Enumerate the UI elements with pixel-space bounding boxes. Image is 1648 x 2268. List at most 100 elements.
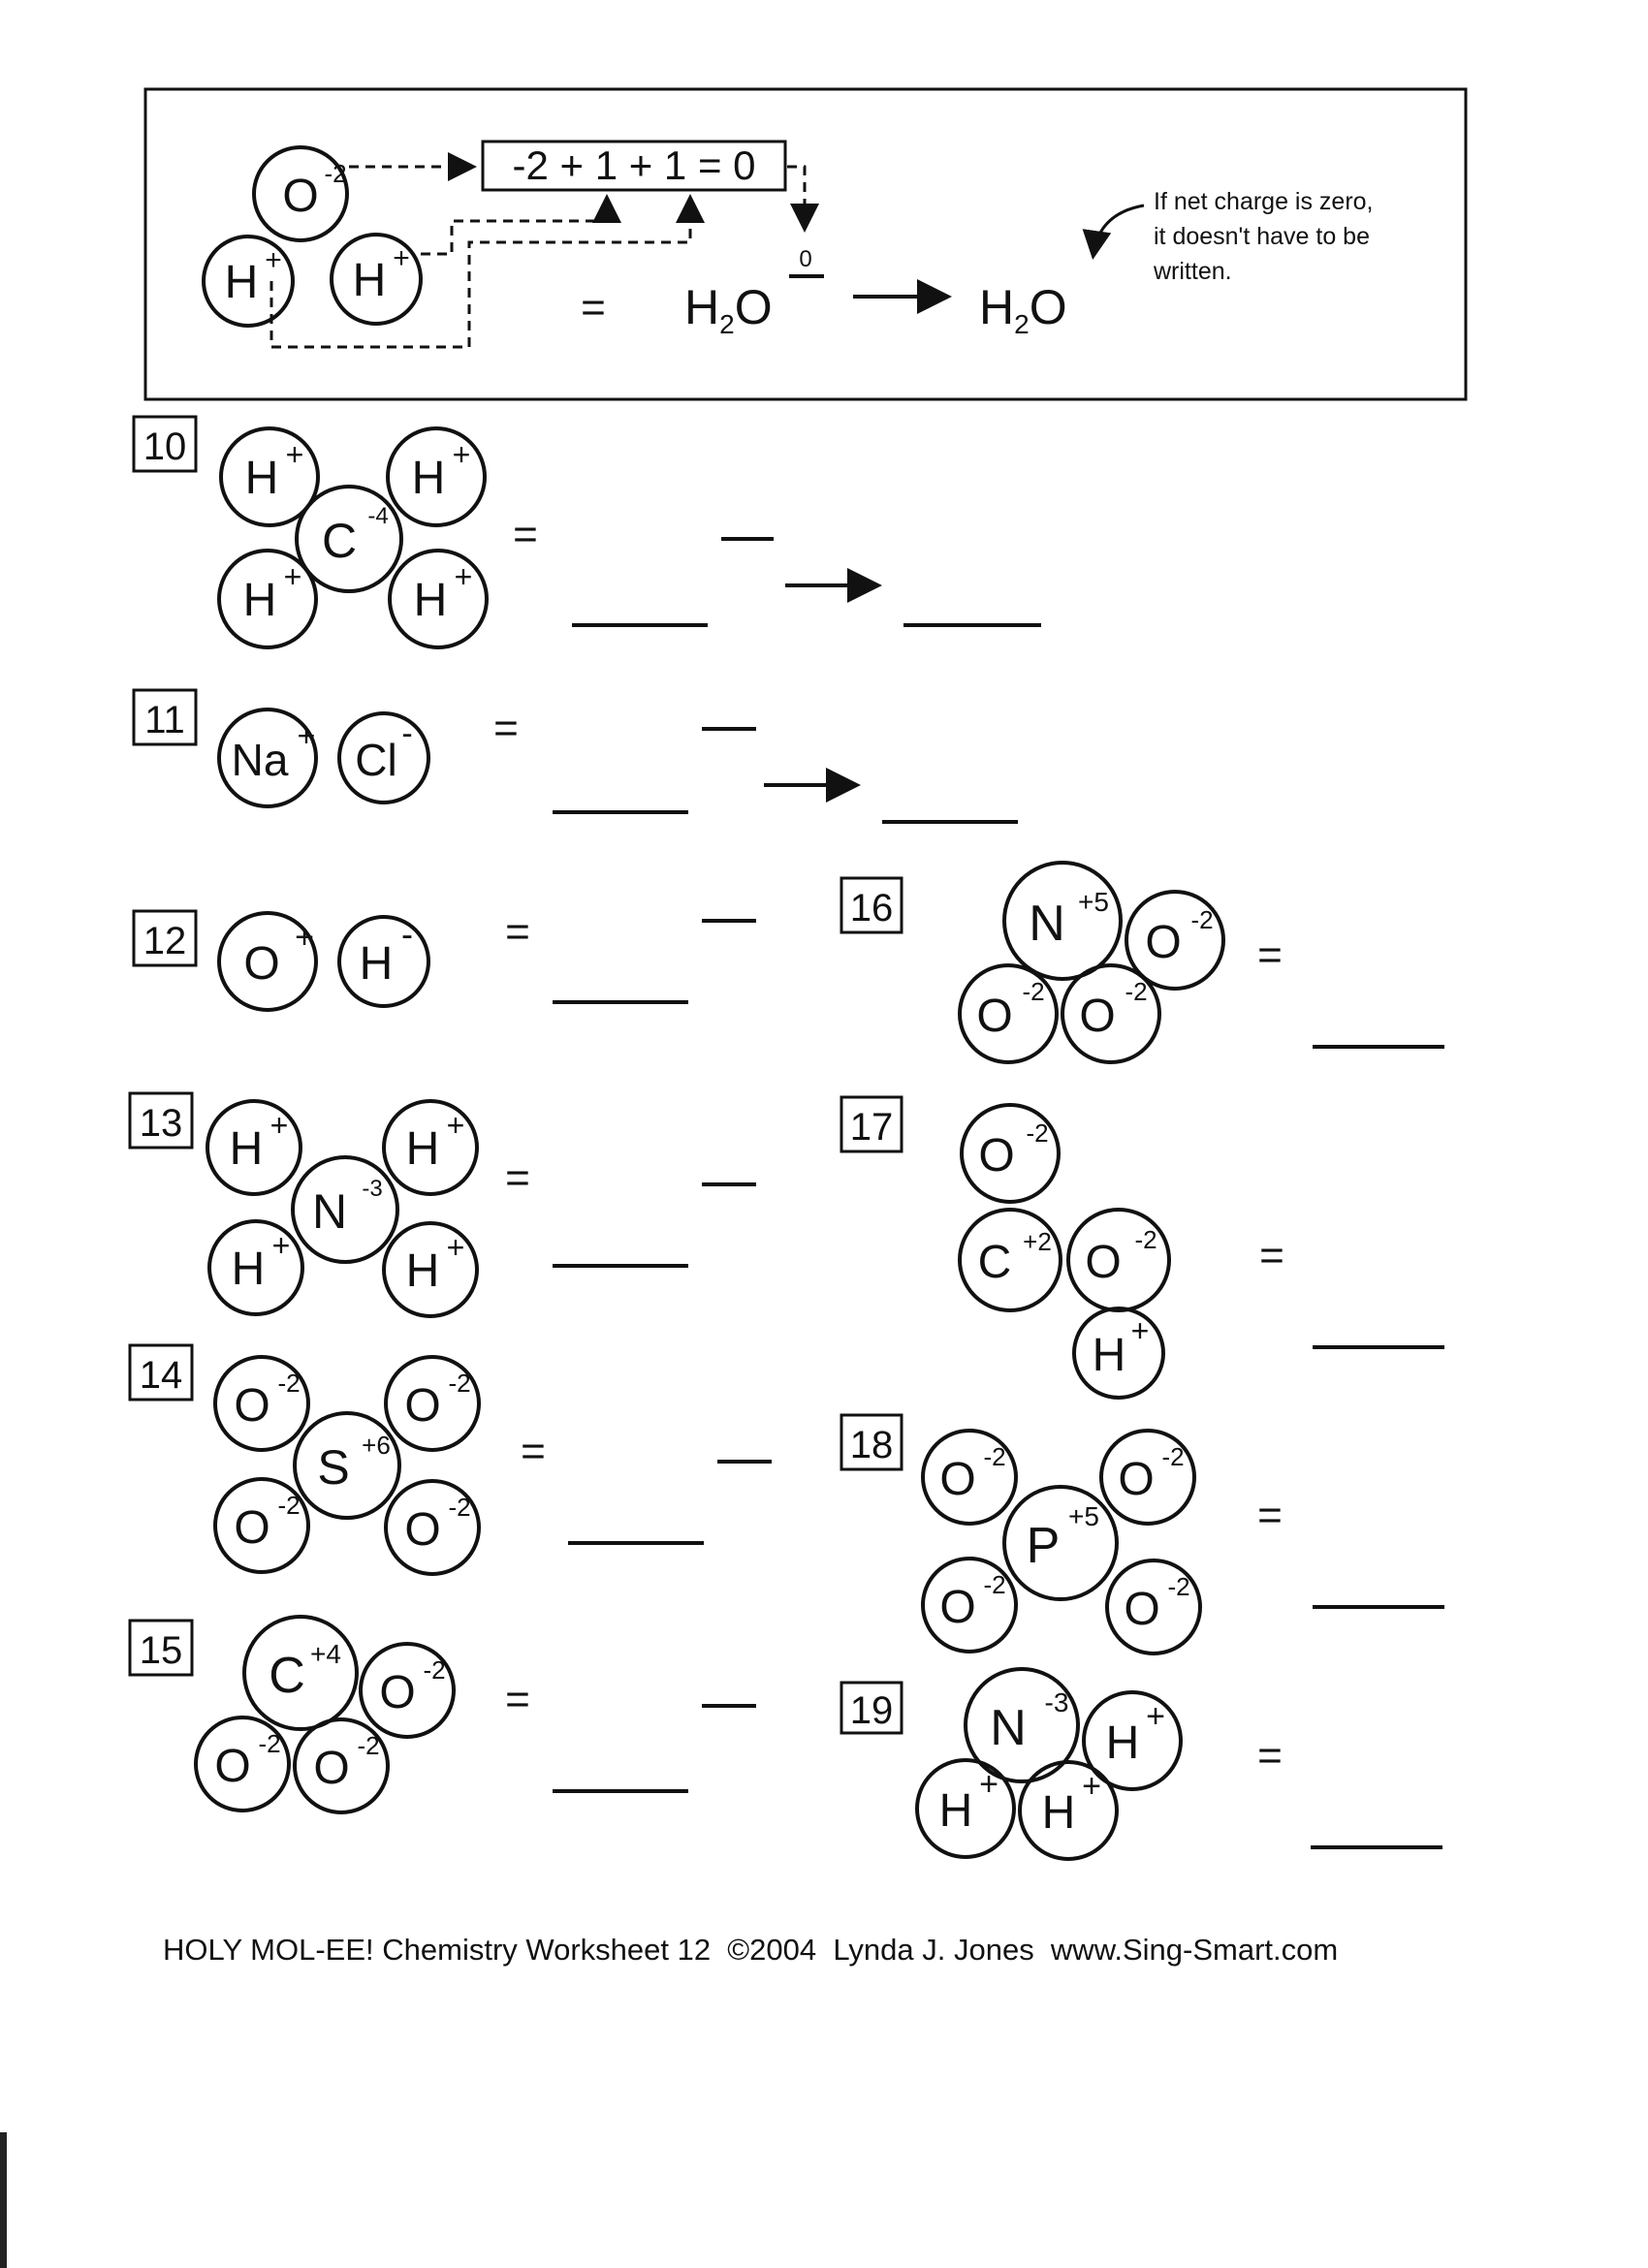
atom-circle: [384, 1355, 481, 1452]
atom-charge: +: [272, 1228, 291, 1263]
atom-circle: [1125, 890, 1225, 991]
atom-symbol: N: [990, 1700, 1027, 1756]
atom-charge: +: [284, 559, 302, 594]
problem-number-box: [132, 909, 198, 967]
atom-circle: [207, 1219, 304, 1316]
note-arrow: [1082, 204, 1145, 260]
example-atoms: O -2 H + H +: [202, 145, 423, 328]
problem-number-box: [840, 1681, 903, 1735]
atom-charge: -2: [983, 1570, 1005, 1599]
atom-symbol: P: [1027, 1518, 1061, 1574]
problem-11: 11 Na + Cl - =: [132, 688, 1018, 824]
problem-number-box: [128, 1091, 194, 1150]
problem-number-box: [840, 1413, 903, 1471]
atom-symbol: O: [939, 1582, 975, 1633]
atom-charge: +: [447, 1108, 465, 1143]
atom-circle: [960, 1103, 1061, 1204]
charge-equation: -2 + 1 + 1 = 0: [512, 142, 755, 188]
problem-number: 13: [140, 1102, 183, 1145]
atom-charge: -4: [367, 503, 388, 529]
equals-sign: =: [1257, 1732, 1283, 1780]
formula-h2o: H2O: [684, 280, 773, 339]
reaction-arrow-head: [847, 568, 882, 603]
atom-charge: -2: [423, 1655, 445, 1685]
atom-charge: -: [401, 715, 412, 752]
atom-charge: +: [1131, 1313, 1150, 1348]
atom-circle: [1002, 1485, 1119, 1601]
atom-circle: [1061, 963, 1161, 1064]
atom-circle: [217, 549, 318, 649]
equals-sign: =: [581, 284, 606, 331]
atom-charge: -2: [1161, 1442, 1184, 1471]
atom-symbol: H: [414, 575, 448, 626]
atom-charge: +: [295, 919, 314, 956]
atom-charge: +2: [1023, 1227, 1052, 1256]
atom-circle: [217, 911, 318, 1012]
atom-symbol: O: [404, 1504, 440, 1556]
problem-number: 12: [143, 920, 187, 962]
atom-charge: +: [270, 1108, 289, 1143]
atom-circle: [194, 1716, 291, 1812]
atom-charge: +: [453, 437, 471, 472]
atom-symbol: O: [313, 1743, 349, 1794]
charge-arrow: [787, 165, 819, 233]
problem-number: 14: [140, 1354, 183, 1397]
problem-number-box: [132, 688, 198, 746]
atom-circle: [202, 235, 295, 328]
atom-symbol: O: [939, 1454, 975, 1505]
charge-arrow: [421, 194, 621, 256]
atom-circle: [386, 426, 487, 527]
atom-symbol: O: [404, 1380, 440, 1432]
atom-symbol: O: [978, 1130, 1014, 1181]
atom-circle: [921, 1557, 1018, 1654]
atom-symbol: O: [214, 1741, 250, 1792]
atom-symbol: H: [360, 938, 394, 990]
atom-circle: [359, 1642, 456, 1739]
atom-charge: +: [979, 1766, 998, 1803]
atom-charge: -2: [1167, 1572, 1189, 1601]
problem-number: 16: [850, 887, 894, 929]
equals-sign: =: [505, 908, 530, 956]
atom-circle: [1018, 1760, 1119, 1861]
scan-edge-mark: [0, 2132, 7, 2268]
problem-number: 15: [140, 1629, 183, 1672]
atom-circle: [242, 1615, 359, 1731]
atom-symbol: O: [1145, 917, 1181, 968]
atom-circle: [1082, 1690, 1183, 1791]
equals-sign: =: [1257, 1492, 1283, 1539]
atom-charge: -2: [324, 159, 346, 188]
equals-sign: =: [493, 705, 519, 752]
problem-number-box: [840, 1095, 903, 1153]
atom-symbol: H: [1093, 1330, 1126, 1381]
atom-circle: [337, 915, 430, 1008]
atom-symbol: H: [939, 1785, 973, 1837]
example-box: O -2 H + H + -2 + 1 + 1 = 0 = H2O 0 H2O …: [143, 87, 1468, 401]
atom-charge: -2: [277, 1369, 300, 1398]
atom-charge: -2: [983, 1442, 1005, 1471]
atom-symbol: H: [1106, 1717, 1140, 1769]
atom-charge: -2: [1022, 977, 1044, 1006]
atom-symbol: Cl: [355, 735, 396, 785]
problem-15: 15 C +4 O -2 O -2 O -2 =: [128, 1615, 756, 1814]
atom-circle: [291, 1155, 399, 1264]
atom-circle: [330, 233, 423, 326]
atom-charge: -2: [1190, 905, 1213, 934]
atom-charge: +5: [1078, 887, 1109, 917]
atom-circle: [206, 1099, 302, 1196]
atom-symbol: H: [406, 1123, 440, 1175]
problem-16: 16 N +5 O -2 O -2 O -2 =: [840, 861, 1444, 1064]
atom-symbol: C: [978, 1237, 1012, 1288]
atom-symbol: H: [353, 255, 387, 306]
atom-circle: [295, 485, 403, 593]
equals-sign: =: [1259, 1232, 1284, 1279]
atom-circle: [1002, 861, 1123, 981]
atom-charge: +5: [1068, 1501, 1099, 1531]
atom-circle: [382, 1099, 479, 1196]
charge-arrow: [269, 194, 705, 349]
note-line: it doesn't have to be: [1154, 223, 1370, 250]
atom-circle: [293, 1411, 401, 1520]
problem-13: 13 H + H + N -3 H + H + =: [128, 1091, 756, 1318]
atom-charge: -2: [277, 1491, 300, 1520]
atom-symbol: S: [317, 1440, 349, 1495]
atom-charge: +: [1146, 1698, 1165, 1735]
